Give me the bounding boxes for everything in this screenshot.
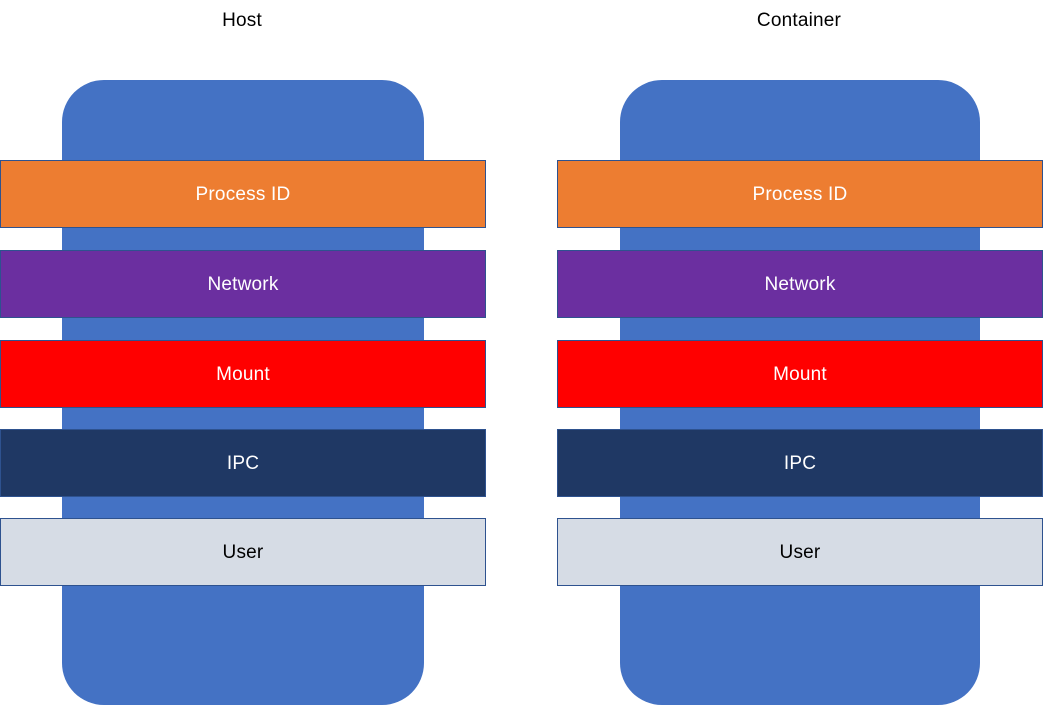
host-namespace-ipc: IPC [0,429,486,497]
host-namespace-ipc-label: IPC [226,452,260,474]
host-namespace-mount: Mount [0,340,486,408]
container-namespace-process-id: Process ID [557,160,1043,228]
container-namespace-ipc-label: IPC [783,452,817,474]
host-namespace-network-label: Network [207,273,279,295]
container-namespace-mount-label: Mount [773,363,827,385]
container-namespace-network: Network [557,250,1043,318]
container-namespace-user-label: User [779,541,821,563]
host-namespace-process-id-label: Process ID [195,183,291,205]
container-namespace-ipc: IPC [557,429,1043,497]
container-namespace-process-id-label: Process ID [752,183,848,205]
column-title-container: Container [756,10,842,31]
container-namespace-mount: Mount [557,340,1043,408]
host-namespace-mount-label: Mount [216,363,270,385]
host-namespace-user: User [0,518,486,586]
host-namespace-network: Network [0,250,486,318]
container-namespace-network-label: Network [764,273,836,295]
column-title-host: Host [222,10,262,31]
host-namespace-process-id: Process ID [0,160,486,228]
container-namespace-user: User [557,518,1043,586]
host-namespace-user-label: User [222,541,264,563]
